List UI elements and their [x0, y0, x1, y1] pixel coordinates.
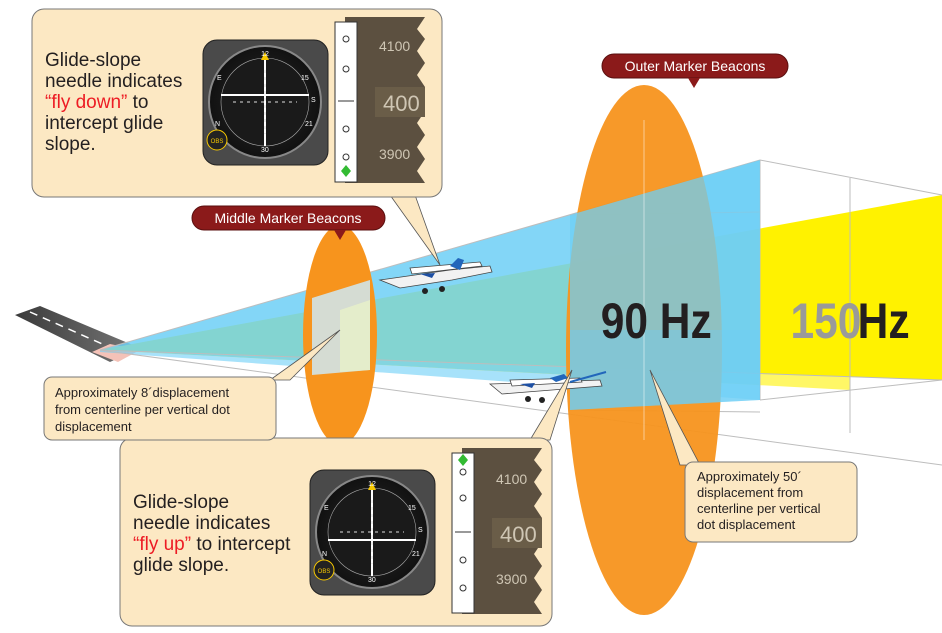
middle-marker-label: Middle Marker Beacons	[191, 205, 386, 240]
disp8-line2: from centerline per vertical dot	[55, 402, 230, 417]
bottom-line4: glide slope.	[133, 555, 229, 576]
top-highlight: “fly down”	[45, 92, 127, 113]
glideslope-indicator-bottom: 12 15 S 21 30 N E OBS	[309, 469, 436, 596]
svg-text:Approximately 8´displacement: Approximately 8´displacement from center…	[55, 385, 233, 434]
dial-bottom-label-21: 21	[412, 551, 420, 558]
airplane-upper	[378, 258, 493, 294]
altitude-tape-top: 4100 400 3900	[334, 17, 425, 183]
tape-top-lower: 3900	[379, 146, 410, 162]
displacement-50ft-callout: Approximately 50´ displacement from cent…	[684, 461, 858, 543]
dial-top-label-S: S	[311, 97, 316, 104]
disp8-line1: Approximately 8´displacement	[55, 385, 230, 400]
outer-marker-label: Outer Marker Beacons	[601, 53, 789, 88]
middle-marker-beacon-zone	[303, 225, 377, 445]
top-line5: slope.	[45, 134, 96, 155]
glideslope-indicator-top: 12 15 S 21 30 N E OBS	[202, 39, 329, 166]
obs-knob-bottom-label: OBS	[318, 569, 331, 575]
bottom-callout-text: Glide-slope needle indicates “fly up” to…	[133, 492, 296, 576]
dial-bottom-label-15: 15	[408, 505, 416, 512]
top-line4: intercept glide	[45, 113, 163, 134]
dial-top-label-N: N	[215, 121, 220, 128]
tape-top-upper: 4100	[379, 38, 410, 54]
dial-top-label-E: E	[217, 75, 222, 82]
middle-marker-text: Middle Marker Beacons	[214, 210, 361, 226]
dial-top-label-15: 15	[301, 75, 309, 82]
disp8-line3: displacement	[55, 419, 132, 434]
obs-knob-top-label: OBS	[211, 139, 224, 145]
dial-bottom-north-label: 12	[368, 481, 376, 488]
top-line1: Glide-slope	[45, 50, 141, 71]
dial-bottom-label-N: N	[322, 551, 327, 558]
top-callout: Glide-slope needle indicates “fly down” …	[31, 8, 443, 198]
bottom-callout: Glide-slope needle indicates “fly up” to…	[119, 437, 553, 627]
bottom-line3-rest: to intercept	[191, 534, 291, 555]
disp50-line4: dot displacement	[697, 517, 796, 532]
tape-bottom-lower: 3900	[496, 571, 527, 587]
bottom-line2: needle indicates	[133, 513, 270, 534]
tape-bottom-upper: 4100	[496, 471, 527, 487]
svg-text:Approximately 50´ displa: Approximately 50´ displacement from cent…	[697, 469, 824, 532]
freq-90hz-label: 90 Hz	[601, 293, 712, 349]
disp50-line3: centerline per vertical	[697, 501, 821, 516]
airplane-lower	[488, 371, 607, 403]
runway	[15, 306, 140, 362]
top-line3-rest: to	[127, 92, 148, 113]
callout-pointers	[268, 194, 701, 466]
bottom-highlight: “fly up”	[133, 534, 191, 555]
dial-top-label-30: 30	[261, 147, 269, 154]
disp50-line1: Approximately 50´	[697, 469, 802, 484]
dial-bottom-label-30: 30	[368, 577, 376, 584]
dial-bottom-label-E: E	[324, 505, 329, 512]
outer-marker-text: Outer Marker Beacons	[625, 58, 766, 74]
freq-150-number: 150	[791, 293, 862, 349]
top-line2: needle indicates	[45, 71, 182, 92]
altitude-tape-bottom: 4100 400 3900	[451, 448, 542, 614]
outer-marker-beacon-zone	[566, 85, 760, 615]
displacement-8ft-callout: Approximately 8´displacement from center…	[43, 376, 277, 441]
bottom-line1: Glide-slope	[133, 492, 229, 513]
top-callout-text: Glide-slope needle indicates “fly down” …	[45, 50, 188, 155]
dial-top-label-21: 21	[305, 121, 313, 128]
dial-top-north-label: 12	[261, 51, 269, 58]
tape-bottom-middle: 400	[500, 522, 537, 547]
dial-bottom-label-S: S	[418, 527, 423, 534]
tape-top-middle: 400	[383, 91, 420, 116]
freq-150-unit: Hz	[858, 293, 910, 349]
disp50-line2: displacement from	[697, 485, 803, 500]
